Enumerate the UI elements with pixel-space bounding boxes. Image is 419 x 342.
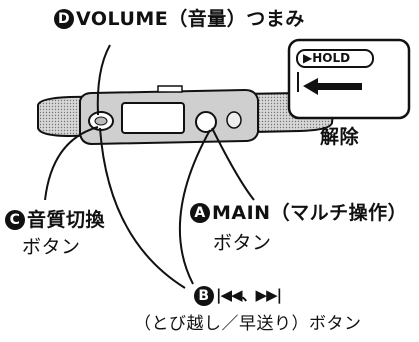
skip-button-label-line2: （とび越し／早送り）ボタン [134,314,362,334]
play-icon: ▶ [303,51,313,65]
main-button-shape [195,111,217,133]
display-window [121,102,185,134]
hold-slot [296,49,374,68]
badge-a: A [190,203,210,223]
release-arrow [303,78,362,95]
skip-button-label: B|◀◀、▶▶| [194,286,282,306]
main-button-label-line2: ボタン [213,232,272,254]
release-label: 解除 [320,126,360,148]
badge-b: B [194,286,214,306]
leader-tone [44,126,99,201]
skip-button-shape [226,111,242,129]
leader-skip-2 [178,129,211,285]
leader-main [211,127,255,201]
tone-button-label-line2: ボタン [22,236,81,258]
leader-skip [99,127,186,289]
skip-arrows-icon: |◀◀、▶▶| [216,286,282,304]
hold-switch-label: ▶HOLD [303,51,351,65]
leader-volume [96,44,111,116]
badge-d: D [54,9,74,29]
badge-c: C [5,210,25,230]
